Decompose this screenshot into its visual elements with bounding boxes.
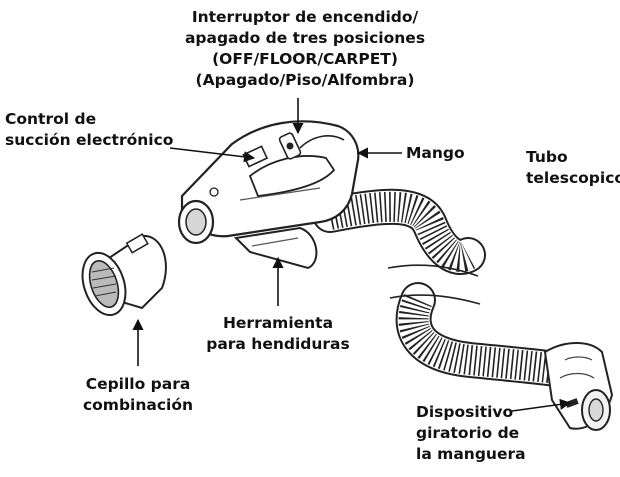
label-telescopic-tube: Tubo telescopico: [526, 147, 620, 189]
suction-control-arrow: [169, 147, 256, 163]
label-switch-line-2: apagado de tres posiciones: [184, 29, 426, 47]
label-combo-brush-line-1: Cepillo para: [85, 375, 191, 393]
label-switch: Interruptor de encendido/ apagado de tre…: [155, 7, 455, 91]
vacuum-handle: [177, 120, 360, 245]
label-crevice-tool-line-1: Herramienta: [222, 314, 334, 332]
hose-swivel: [543, 342, 614, 431]
hose-swivel-arrow: [511, 398, 572, 412]
label-handle: Mango: [406, 143, 465, 164]
label-suction-control-line-1: Control de: [5, 110, 97, 128]
crevice-tool: [233, 226, 318, 270]
combination-brush: [81, 233, 167, 317]
label-hose-swivel-line-2: giratorio de: [416, 424, 520, 442]
label-crevice-tool-line-2: para hendiduras: [206, 335, 350, 353]
label-telescopic-tube-line-1: Tubo: [526, 148, 568, 166]
label-combo-brush: Cepillo para combinación: [58, 374, 218, 416]
label-telescopic-tube-line-2: telescopico: [526, 169, 620, 187]
label-switch-line-1: Interruptor de encendido/: [191, 8, 419, 26]
label-handle-line-1: Mango: [406, 144, 465, 162]
label-combo-brush-line-2: combinación: [82, 396, 194, 414]
label-suction-control: Control de succión electrónico: [5, 109, 173, 151]
label-suction-control-line-2: succión electrónico: [5, 131, 174, 149]
label-switch-line-4: (Apagado/Piso/Alfombra): [195, 71, 415, 89]
label-crevice-tool: Herramienta para hendiduras: [188, 313, 368, 355]
label-hose-swivel: Dispositivo giratorio de la manguera: [416, 402, 526, 465]
label-hose-swivel-line-1: Dispositivo: [416, 403, 514, 421]
label-switch-line-3: (OFF/FLOOR/CARPET): [212, 50, 398, 68]
label-hose-swivel-line-3: la manguera: [416, 445, 526, 463]
